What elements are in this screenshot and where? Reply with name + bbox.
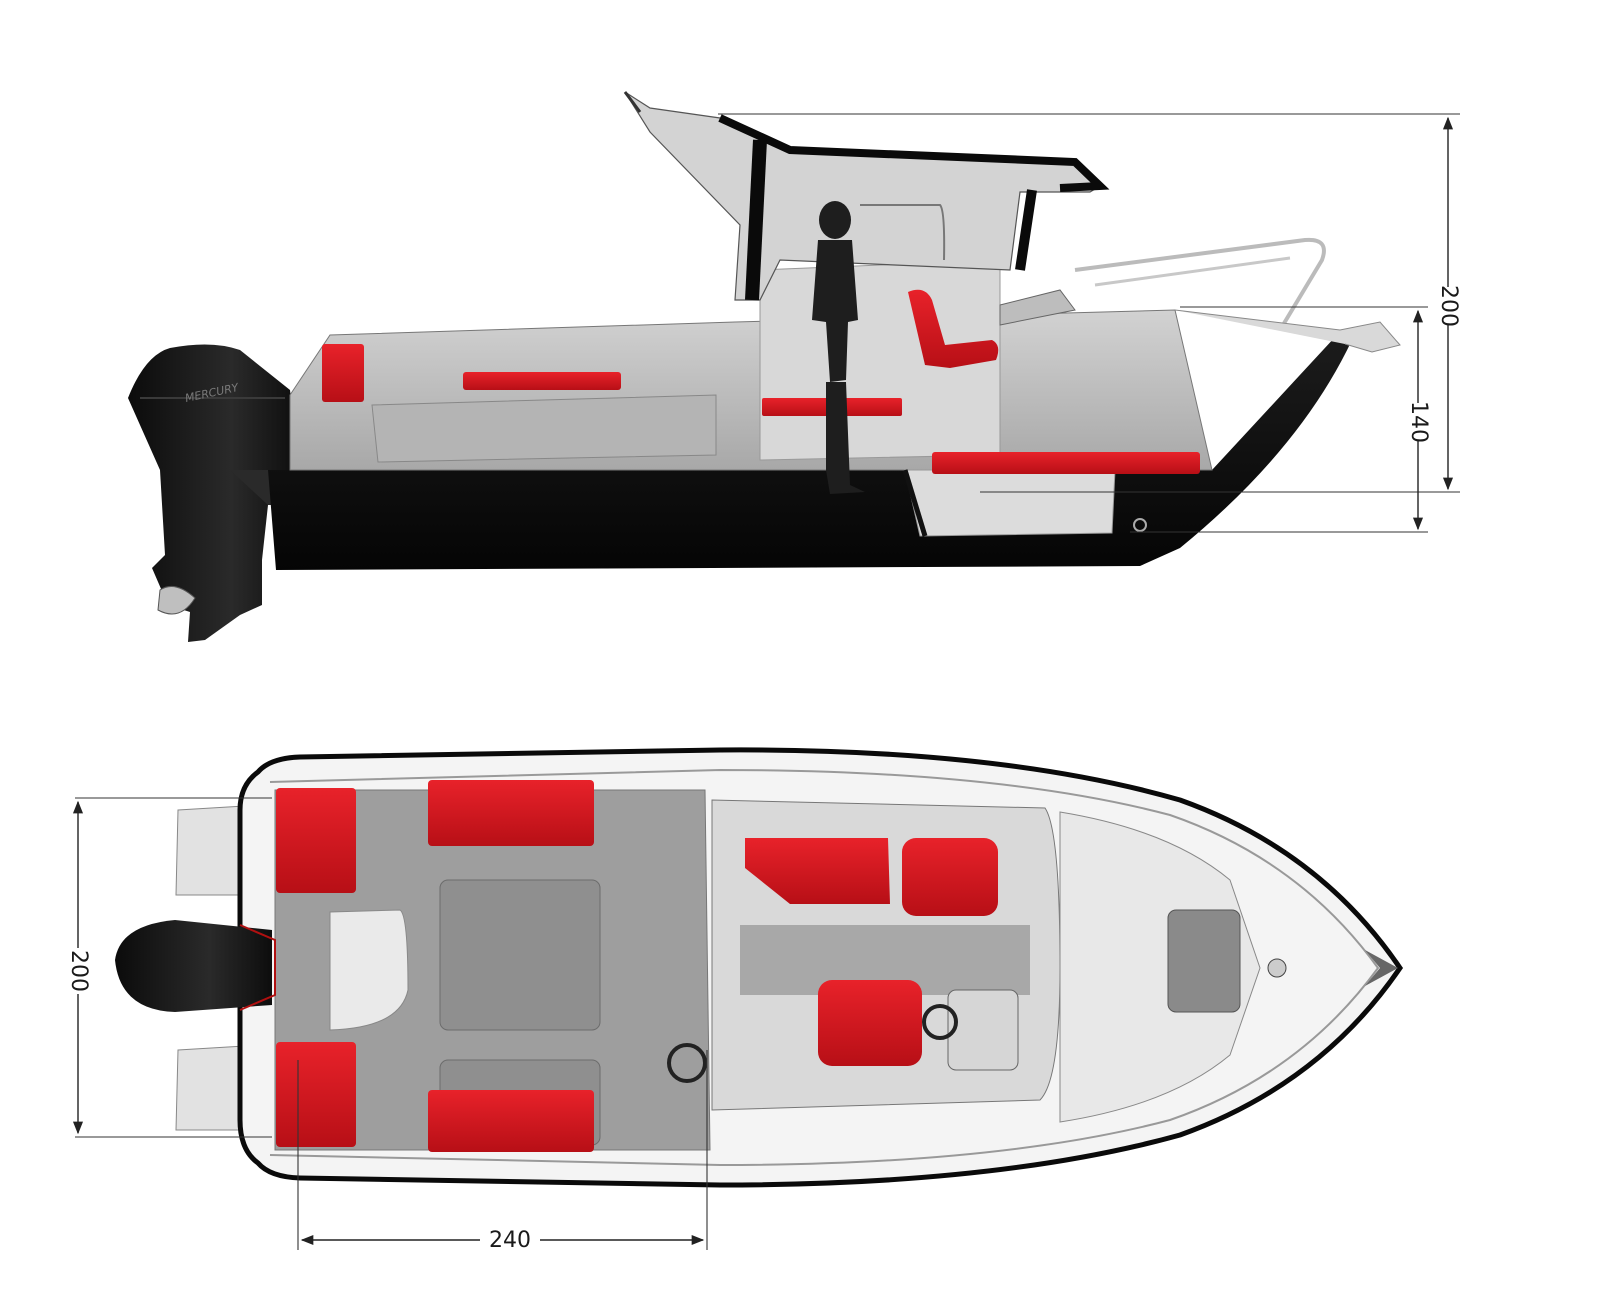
forward-hatch	[1167, 909, 1241, 1013]
helm-seat-side	[908, 289, 999, 368]
side-view: MERCURY	[128, 91, 1401, 642]
side-bench-port	[428, 1090, 594, 1152]
beam-label: 200	[66, 950, 91, 992]
helm-seat-starboard	[902, 838, 998, 916]
bow-cleat	[1267, 958, 1287, 978]
side-dimensions: 200 140	[718, 113, 1461, 533]
aft-seat-port	[276, 1042, 356, 1147]
berth-space	[904, 469, 1116, 537]
outboard-motor-side: MERCURY	[128, 344, 300, 642]
top-view	[115, 747, 1404, 1188]
cabin-dinette-seat	[745, 838, 890, 904]
aft-seat-starboard	[276, 788, 356, 893]
outboard-motor-top	[115, 920, 276, 1012]
aft-cockpit-interior	[371, 394, 717, 463]
cockpit-length-label: 240	[489, 1228, 531, 1253]
top-dimensions: 200 240	[66, 797, 708, 1253]
side-bench-starboard	[428, 780, 594, 846]
human-scale-figure	[812, 201, 865, 494]
foredeck	[1059, 811, 1261, 1123]
helm-seat-port	[818, 980, 922, 1066]
berth-cushion	[932, 452, 1200, 474]
helm-console	[947, 989, 1019, 1071]
side-bench-cushion	[463, 372, 621, 390]
height-label-total: 200	[1436, 285, 1461, 327]
transom-walkway	[329, 909, 409, 1031]
steering-wheel-outside	[667, 1043, 707, 1083]
bow-rail	[1074, 237, 1326, 332]
steering-wheel-inside	[922, 1004, 958, 1040]
height-label-cabin: 140	[1406, 401, 1431, 443]
aft-bench-seat	[322, 344, 364, 402]
bow-anchor	[1365, 950, 1398, 986]
